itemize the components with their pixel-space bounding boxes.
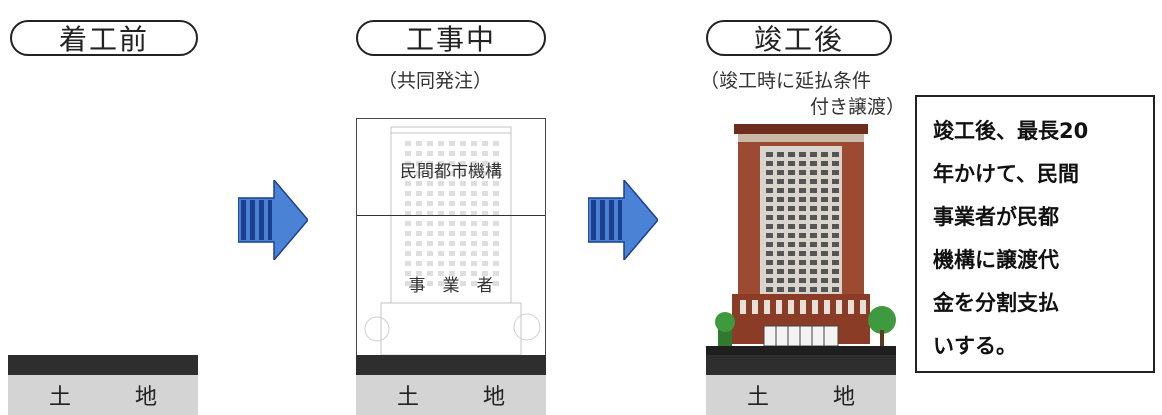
building-icon: [364, 126, 541, 355]
tree-icon: [715, 306, 896, 348]
lower-party-label: 事 業 者: [408, 276, 494, 296]
stage-subtitle-after-line2: 付き譲渡）: [810, 96, 906, 118]
stage-title-before: 着工前: [10, 20, 198, 56]
land-char-1: 土: [48, 385, 71, 410]
land-char-2: 地: [833, 385, 856, 410]
land-char-2: 地: [135, 385, 158, 410]
note-line-3: 事業者が民都: [933, 205, 1059, 229]
land-char-1: 土: [746, 385, 769, 410]
construction-box: 民間都市機構 事 業 者: [356, 118, 546, 356]
ground-base-during: [356, 355, 546, 375]
stage-title-during: 工事中: [356, 20, 546, 56]
arrow-right-icon: [238, 180, 308, 260]
note-line-5: 金を分割支払: [933, 291, 1059, 315]
stage-title-after: 竣工後: [706, 20, 892, 56]
note-line-2: 年かけて、民間: [933, 162, 1079, 186]
land-label-during: 土 地: [356, 375, 546, 415]
note-line-1: 竣工後、最長20: [933, 119, 1089, 143]
note-line-6: いする。: [933, 334, 1017, 358]
land-label-after: 土 地: [706, 375, 896, 415]
upper-party-label: 民間都市機構: [400, 162, 502, 182]
building-icon: [706, 124, 896, 356]
land-char-2: 地: [483, 385, 506, 410]
land-char-1: 土: [396, 385, 419, 410]
land-label-before: 土 地: [8, 375, 198, 415]
ground-base-before: [8, 355, 198, 375]
stage-subtitle-after-line1: （竣工時に延払条件: [700, 70, 872, 92]
payment-note-box: 竣工後、最長20 年かけて、民間 事業者が民都 機構に譲渡代 金を分割支払 いす…: [915, 95, 1155, 373]
arrow-right-icon: [588, 180, 658, 260]
ground-base-after: [706, 355, 896, 375]
note-line-4: 機構に譲渡代: [933, 248, 1059, 272]
stage-subtitle-during: （共同発注）: [378, 70, 493, 92]
